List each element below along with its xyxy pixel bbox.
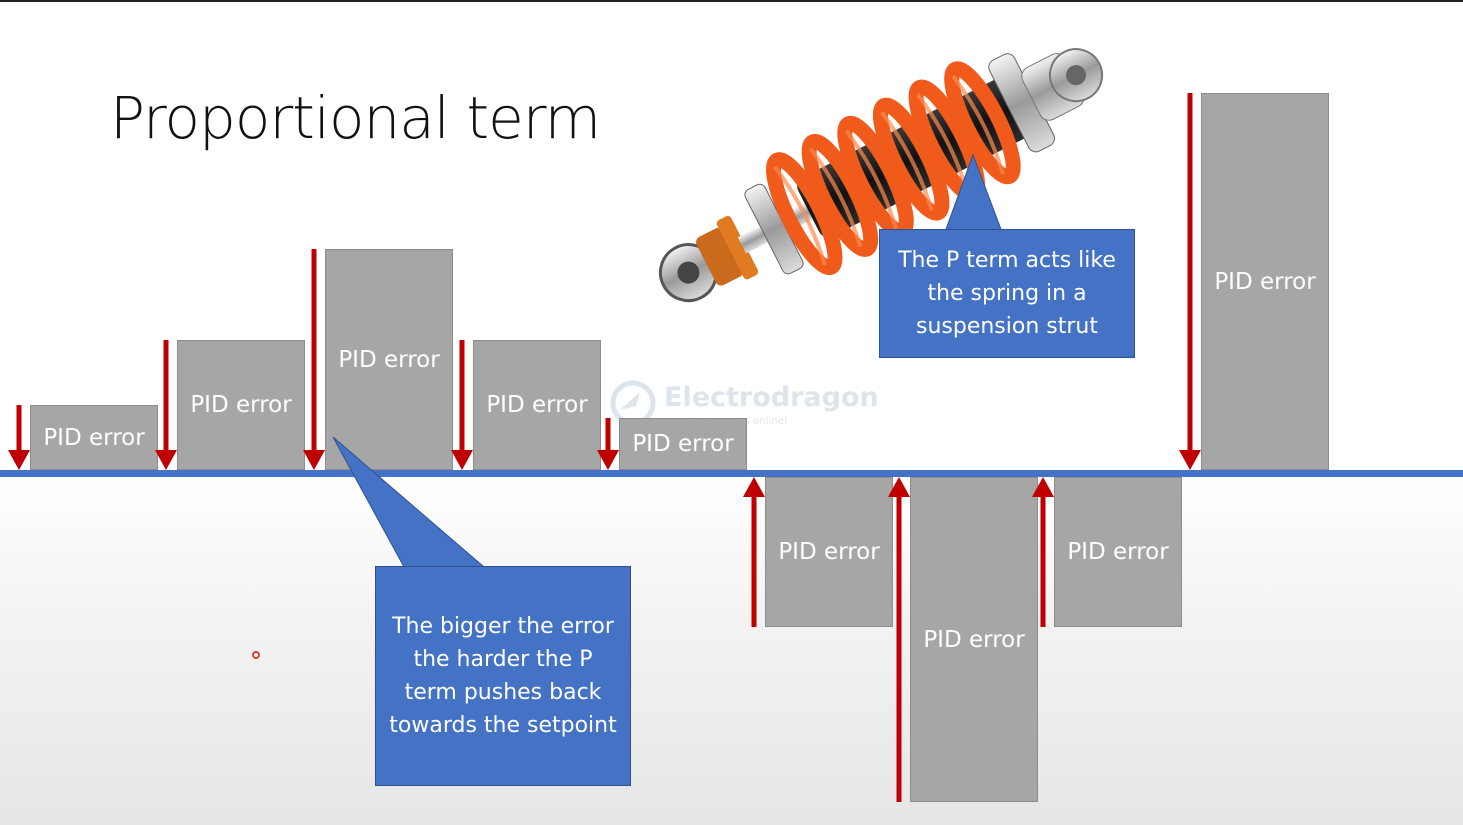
down-arrow-icon: [303, 249, 325, 470]
error-callout-pointer: [332, 436, 486, 568]
bigger-error-callout: The bigger the error the harder the P te…: [375, 566, 631, 786]
up-arrow-icon: [1032, 477, 1054, 627]
up-arrow-icon: [743, 477, 765, 627]
spring-callout-pointer: [944, 153, 1003, 233]
down-arrow-icon: [597, 418, 619, 470]
cursor-dot: [252, 651, 260, 659]
down-arrow-icon: [8, 405, 30, 470]
pid-error-bar: PID error: [765, 477, 893, 627]
spring-callout: The P term acts like the spring in a sus…: [879, 229, 1135, 358]
pid-error-bar: PID error: [473, 340, 601, 470]
down-arrow-icon: [451, 340, 473, 470]
pid-error-bar: PID error: [30, 405, 158, 470]
pid-error-bar: PID error: [619, 418, 747, 470]
top-border: [0, 0, 1463, 2]
pid-error-bar: PID error: [177, 340, 305, 470]
pid-error-bar: PID error: [1201, 93, 1329, 470]
electrodragon-watermark: Electrodragon ...typing parts online!: [610, 378, 880, 438]
pid-error-bar: PID error: [1054, 477, 1182, 627]
setpoint-line: [0, 470, 1463, 477]
up-arrow-icon: [888, 477, 910, 802]
down-arrow-icon: [1179, 93, 1201, 470]
suspension-strut-image: [658, 48, 1104, 303]
down-arrow-icon: [155, 340, 177, 470]
watermark-brand: Electrodragon: [664, 382, 879, 413]
pid-error-bar: PID error: [910, 477, 1038, 802]
slide-title: Proportional term: [110, 84, 601, 152]
pid-error-bar: PID error: [325, 249, 453, 470]
